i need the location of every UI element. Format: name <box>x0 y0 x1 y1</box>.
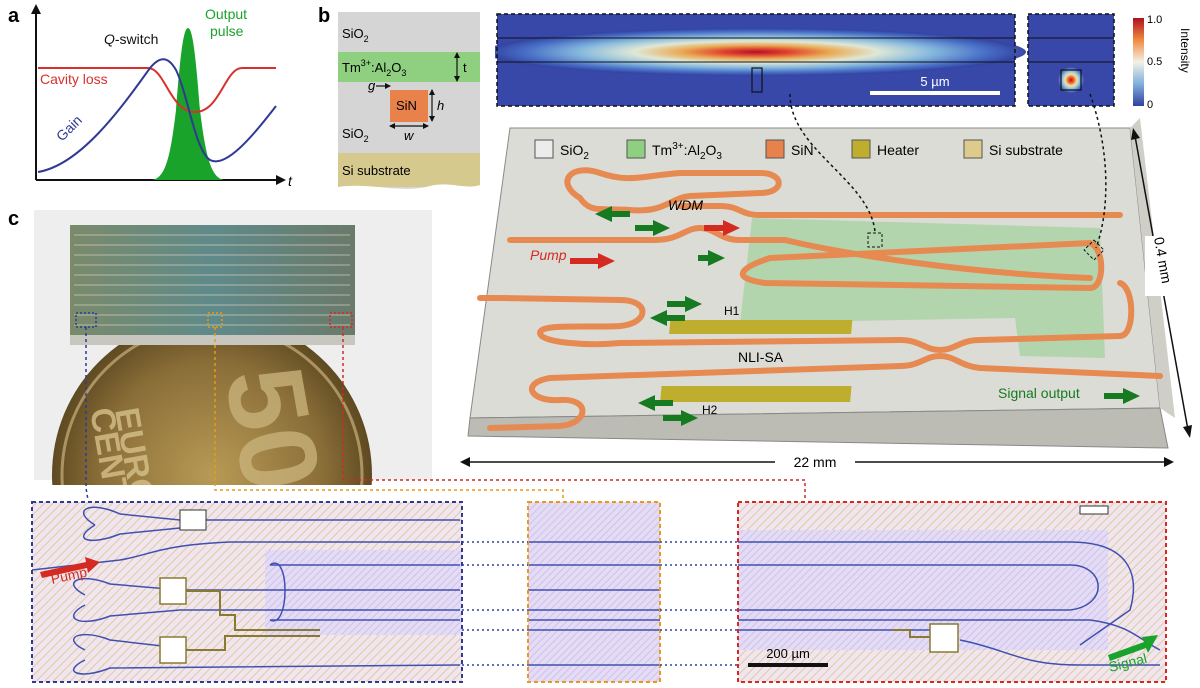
gain-curve <box>37 58 277 173</box>
legend-si-substrate: Si substrate <box>989 142 1063 158</box>
signal-output-label: Signal output <box>998 385 1080 401</box>
colorbar-label: Intensity <box>1178 28 1192 73</box>
micrograph-scale-bar-label: 200 µm <box>766 646 810 661</box>
panel-b-cross-section: b SiO2 Tm3+:Al2O3 t g SiN h w SiO2 Si su… <box>318 5 480 197</box>
nli-sa-label: NLI-SA <box>738 349 784 365</box>
micrograph-left: Pump <box>31 501 463 683</box>
sin-waveguide <box>390 90 428 122</box>
mode-scale-bar-label: 5 µm <box>920 74 949 89</box>
mode-profiles: 5 µm 1.0 0.5 0 Intensity <box>495 13 1192 110</box>
output-pulse-label-2: pulse <box>210 23 244 39</box>
micrograph-signal-arrow-icon <box>1108 635 1158 661</box>
h1-label: H1 <box>724 304 740 318</box>
colorbar-tick-mid: 0.5 <box>1147 56 1162 68</box>
probe-box-1 <box>867 232 883 248</box>
q-switch-label: Q-switch <box>104 31 158 47</box>
si-substrate-label: Si substrate <box>342 163 411 178</box>
width-dimension-label: 22 mm <box>794 454 837 470</box>
substrate-wavy-edge <box>338 184 480 197</box>
legend-sio2: SiO2 <box>560 142 589 162</box>
w-label: w <box>404 128 415 143</box>
g-gap-label: g <box>368 78 376 93</box>
signal-output-arrow-icon <box>1104 388 1140 404</box>
y-axis-arrow-icon <box>31 4 41 14</box>
pump-label: Pump <box>530 247 567 263</box>
heater-h1 <box>669 320 853 334</box>
heater-h2 <box>660 386 852 402</box>
micrograph-pump-label: Pump <box>49 564 88 587</box>
micrograph-strip: Pump Signal <box>31 501 1167 683</box>
t-axis-label: t <box>288 173 293 189</box>
t-thickness-label: t <box>463 60 467 75</box>
panel-c-photo: c EURO CENT 50 <box>8 208 432 485</box>
panel-c-label: c <box>8 208 19 230</box>
colorbar-tick-min: 0 <box>1147 99 1153 110</box>
depth-dimension-label: 0.4 mm <box>1151 236 1175 285</box>
sin-label: SiN <box>396 98 417 113</box>
micrograph-right: Signal 200 µm <box>737 501 1167 683</box>
photo-box-red <box>329 312 353 328</box>
si-substrate-layer <box>338 153 480 187</box>
cavity-loss-label: Cavity loss <box>40 71 108 87</box>
chip-3d: SiO2 Tm3+:Al2O3 SiN Heater Si substrate <box>460 118 1192 470</box>
panel-b-label: b <box>318 5 330 27</box>
colorbar-tick-max: 1.0 <box>1147 14 1162 26</box>
legend-tm-al2o3: Tm3+:Al2O3 <box>652 141 722 162</box>
micrograph-middle <box>527 501 661 683</box>
legend-sin: SiN <box>791 142 814 158</box>
output-pulse-label-1: Output <box>205 6 247 22</box>
gain-label: Gain <box>53 112 85 144</box>
colorbar <box>1133 18 1144 106</box>
h2-label: H2 <box>702 403 718 417</box>
sio2-bottom-label: SiO2 <box>342 126 369 144</box>
tm-al2o3-label: Tm3+:Al2O3 <box>342 58 406 78</box>
panel-a: a Q-switch Output pulse Cavity loss Gain… <box>8 4 293 189</box>
wdm-label: WDM <box>668 197 703 213</box>
x-axis-arrow-icon <box>276 175 286 185</box>
pump-arrow-icon <box>570 253 615 269</box>
sio2-top-label: SiO2 <box>342 26 369 44</box>
cavity-loss-curve <box>38 67 276 114</box>
panel-a-label: a <box>8 5 20 27</box>
micrograph-pump-arrow-icon <box>40 557 100 578</box>
photo-box-orange <box>207 312 223 328</box>
legend-heater: Heater <box>877 142 919 158</box>
coin-value: 50 <box>201 358 343 485</box>
h-label: h <box>437 98 444 113</box>
